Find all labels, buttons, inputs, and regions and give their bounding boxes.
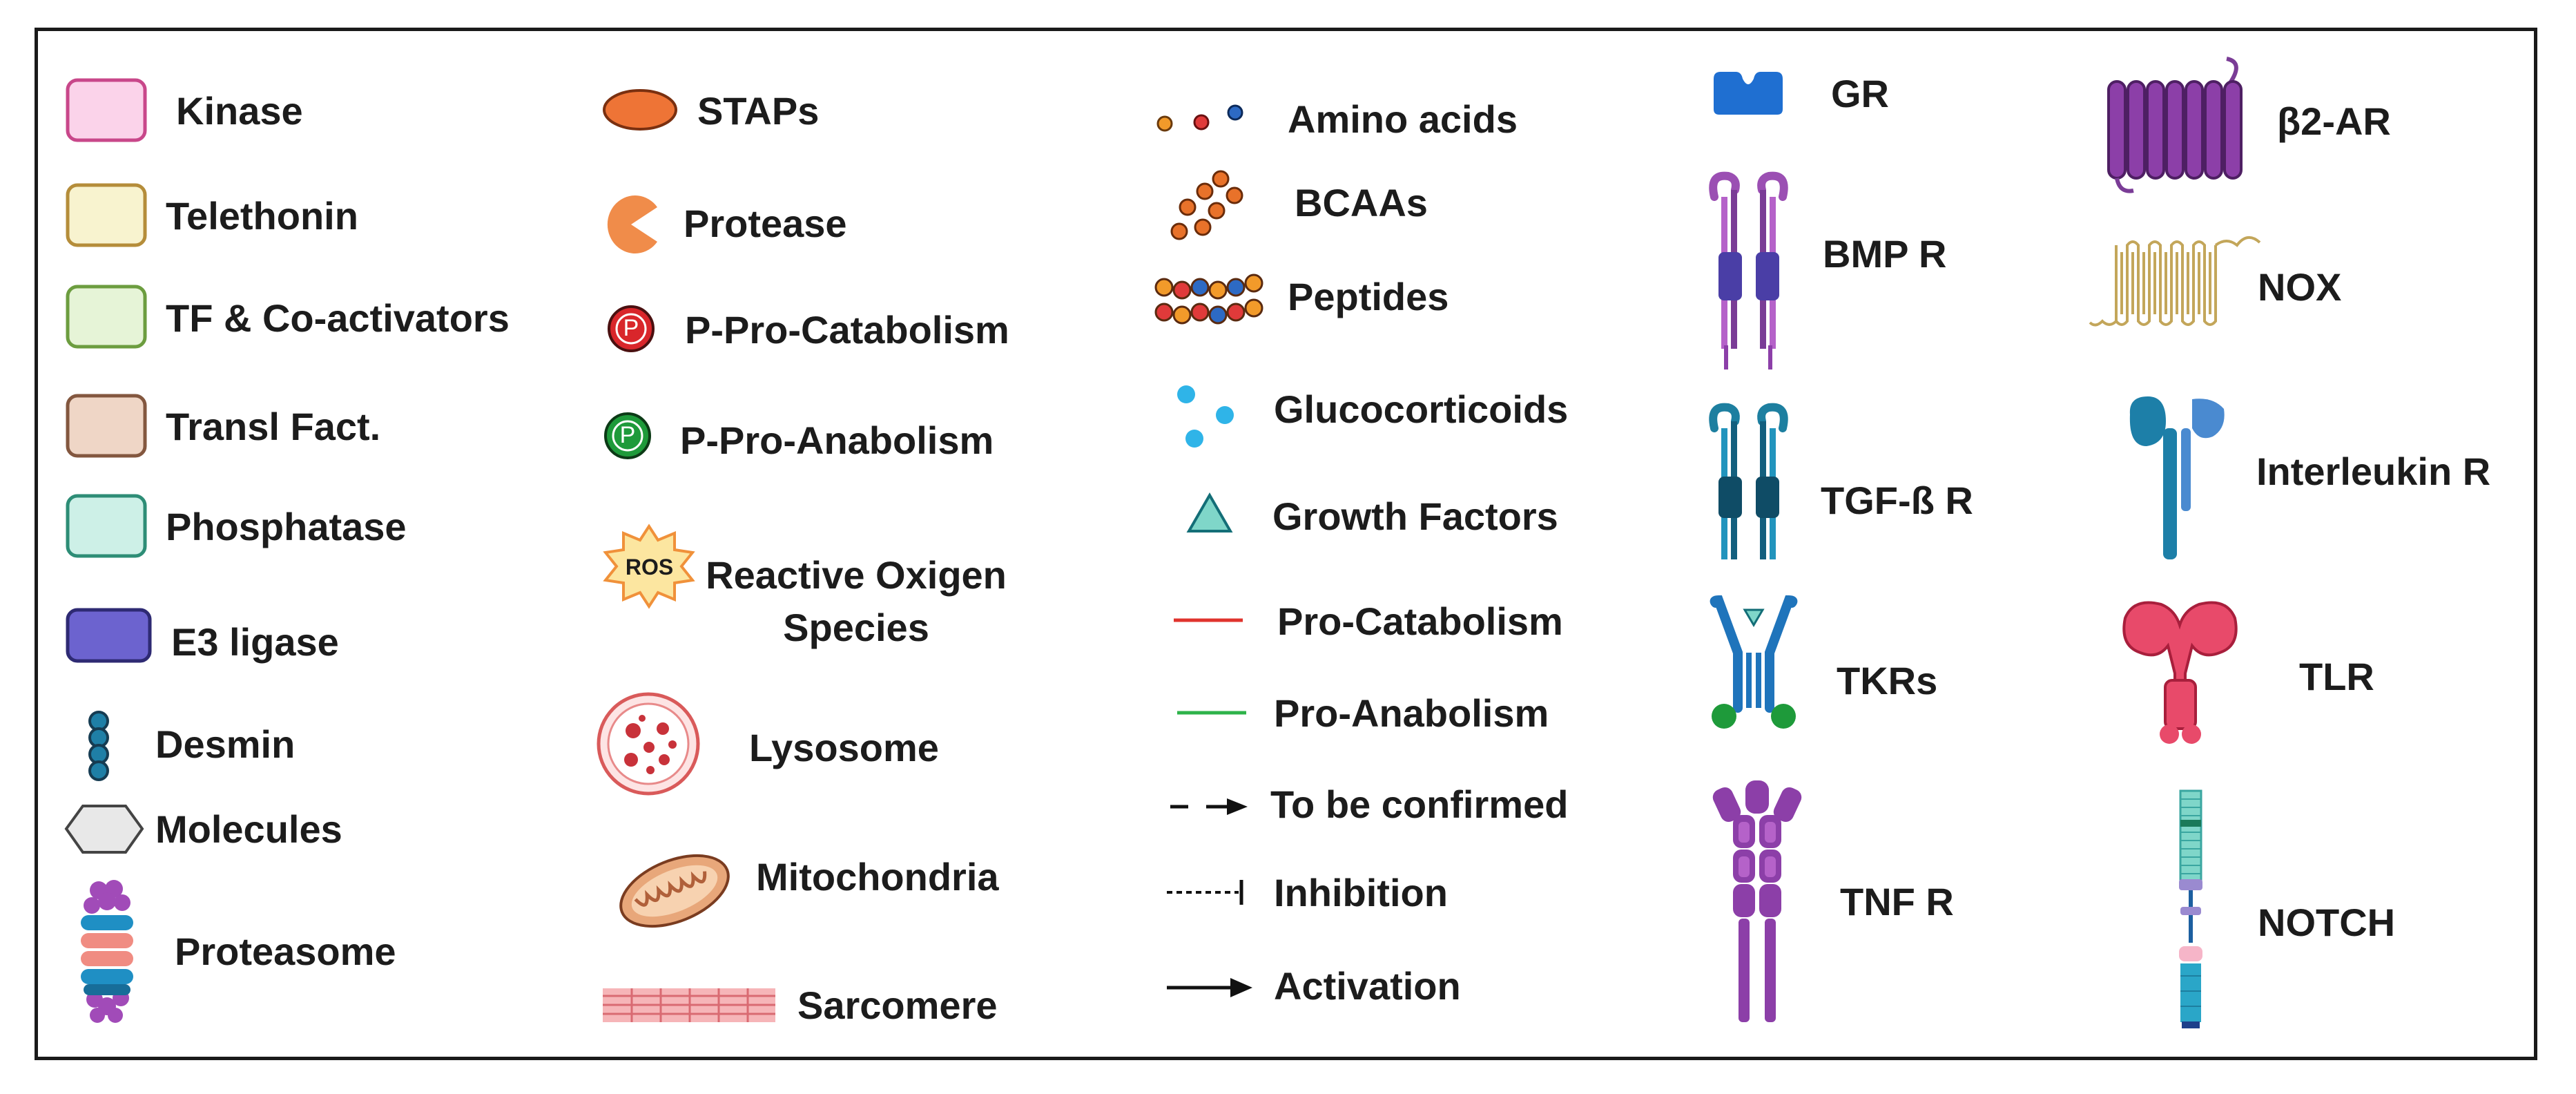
bcaas-icon xyxy=(1167,169,1250,242)
tlr-icon xyxy=(2120,597,2240,749)
interleukin-r-icon xyxy=(2123,394,2230,559)
glucocorticoids-icon xyxy=(1172,383,1241,449)
glucocorticoids-label: Glucocorticoids xyxy=(1274,387,1569,431)
sarcomere-icon xyxy=(603,986,775,1024)
pro-catabolism-line-icon xyxy=(1174,617,1243,624)
ros-badge: ROS xyxy=(625,555,674,579)
telethonin-label: Telethonin xyxy=(166,194,358,238)
nox-label: NOX xyxy=(2258,265,2342,309)
e3-ligase-icon xyxy=(66,608,152,663)
tnf-r-icon xyxy=(1712,780,1802,1029)
gr-label: GR xyxy=(1831,72,1889,115)
activation-label: Activation xyxy=(1274,964,1461,1008)
pro-catabolism-label: Pro-Catabolism xyxy=(1277,599,1563,643)
to-be-confirmed-label: To be confirmed xyxy=(1270,783,1569,826)
proteasome-icon xyxy=(72,880,142,1023)
tgf-b-r-label: TGF-ß R xyxy=(1821,479,1973,522)
phosphatase-icon xyxy=(66,494,147,558)
peptides-label: Peptides xyxy=(1288,275,1449,318)
pro-anabolism-label: Pro-Anabolism xyxy=(1274,691,1549,735)
tkrs-label: TKRs xyxy=(1837,659,1938,702)
notch-label: NOTCH xyxy=(2258,901,2396,944)
tkrs-icon xyxy=(1709,595,1799,736)
phosphatase-label: Phosphatase xyxy=(166,505,407,548)
gr-icon xyxy=(1711,69,1785,117)
bmp-r-icon xyxy=(1709,169,1788,370)
p-pro-anabolism-label: P-Pro-Anabolism xyxy=(680,419,994,462)
p-pro-catabolism-label: P-Pro-Catabolism xyxy=(685,308,1009,352)
p-pro-catabolism-icon xyxy=(606,304,656,354)
telethonin-icon xyxy=(66,183,147,247)
inhibition-label: Inhibition xyxy=(1274,871,1448,914)
pro-anabolism-line-icon xyxy=(1177,709,1246,716)
b2-ar-label: β2-AR xyxy=(2277,99,2391,143)
protease-icon xyxy=(602,193,661,256)
molecules-label: Molecules xyxy=(155,807,342,851)
transl-fact-icon xyxy=(66,394,147,458)
kinase-icon xyxy=(66,78,147,142)
tf-coactivators-label: TF & Co-activators xyxy=(166,296,510,340)
tf-coactivators-icon xyxy=(66,285,147,349)
ros-label: Reactive Oxigen Species xyxy=(706,553,1007,649)
desmin-label: Desmin xyxy=(155,722,296,766)
notch-icon xyxy=(2173,789,2208,1029)
tgf-b-r-icon xyxy=(1709,401,1788,563)
p-pro-anabolism-icon xyxy=(603,411,652,461)
interleukin-r-label: Interleukin R xyxy=(2256,450,2491,493)
lysosome-label: Lysosome xyxy=(749,726,939,769)
p-pro-anabolism-badge: P xyxy=(619,422,636,448)
kinase-label: Kinase xyxy=(176,89,303,133)
bmp-r-label: BMP R xyxy=(1823,232,1947,276)
to-be-confirmed-arrow-icon xyxy=(1170,794,1250,819)
inhibition-line-icon xyxy=(1167,877,1246,908)
ros-icon xyxy=(603,524,696,609)
molecules-icon xyxy=(64,803,145,855)
amino-acids-icon xyxy=(1156,100,1246,135)
bcaas-label: BCAAs xyxy=(1295,181,1428,224)
mitochondria-label: Mitochondria xyxy=(756,855,999,899)
peptides-icon xyxy=(1154,269,1265,332)
staps-label: STAPs xyxy=(697,89,820,133)
lysosome-icon xyxy=(595,691,702,798)
growth-factors-label: Growth Factors xyxy=(1272,495,1558,538)
e3-ligase-label: E3 ligase xyxy=(171,620,339,664)
mitochondria-icon xyxy=(614,850,735,932)
legend-frame xyxy=(35,28,2537,1060)
tlr-label: TLR xyxy=(2299,655,2374,698)
tnf-r-label: TNF R xyxy=(1840,880,1954,923)
sarcomere-label: Sarcomere xyxy=(797,983,998,1027)
activation-arrow-icon xyxy=(1167,975,1253,1000)
desmin-icon xyxy=(86,711,111,781)
transl-fact-label: Transl Fact. xyxy=(166,405,381,448)
amino-acids-label: Amino acids xyxy=(1288,97,1518,141)
growth-factors-icon xyxy=(1186,492,1233,534)
p-pro-catabolism-badge: P xyxy=(623,315,639,341)
proteasome-label: Proteasome xyxy=(175,930,396,973)
protease-label: Protease xyxy=(684,202,847,245)
staps-icon xyxy=(602,88,678,131)
nox-icon xyxy=(2089,224,2261,342)
b2-ar-icon xyxy=(2106,55,2244,197)
